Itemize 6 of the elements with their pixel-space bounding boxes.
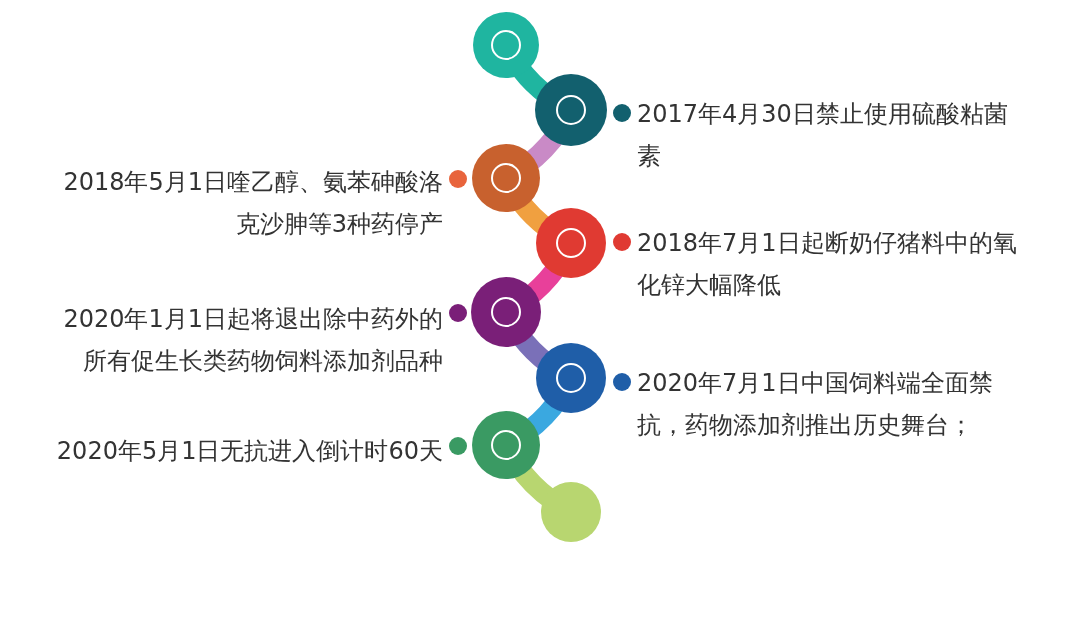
event-text: 2020年1月1日起将退出除中药外的所有促生长类药物饲料添加剂品种 [62, 304, 443, 377]
event-text: 2017年4月30日禁止使用硫酸粘菌素 [637, 99, 1009, 172]
event-text: 2018年7月1日起断奶仔猪料中的氧化锌大幅降低 [637, 228, 1018, 301]
event-text: 2020年5月1日无抗进入倒计时60天 [55, 436, 443, 467]
event-text: 2018年5月1日喹乙醇、氨苯砷酸洛克沙胂等3种药停产 [62, 167, 443, 240]
event-text: 2020年7月1日中国饲料端全面禁抗，药物添加剂推出历史舞台； [637, 368, 994, 441]
